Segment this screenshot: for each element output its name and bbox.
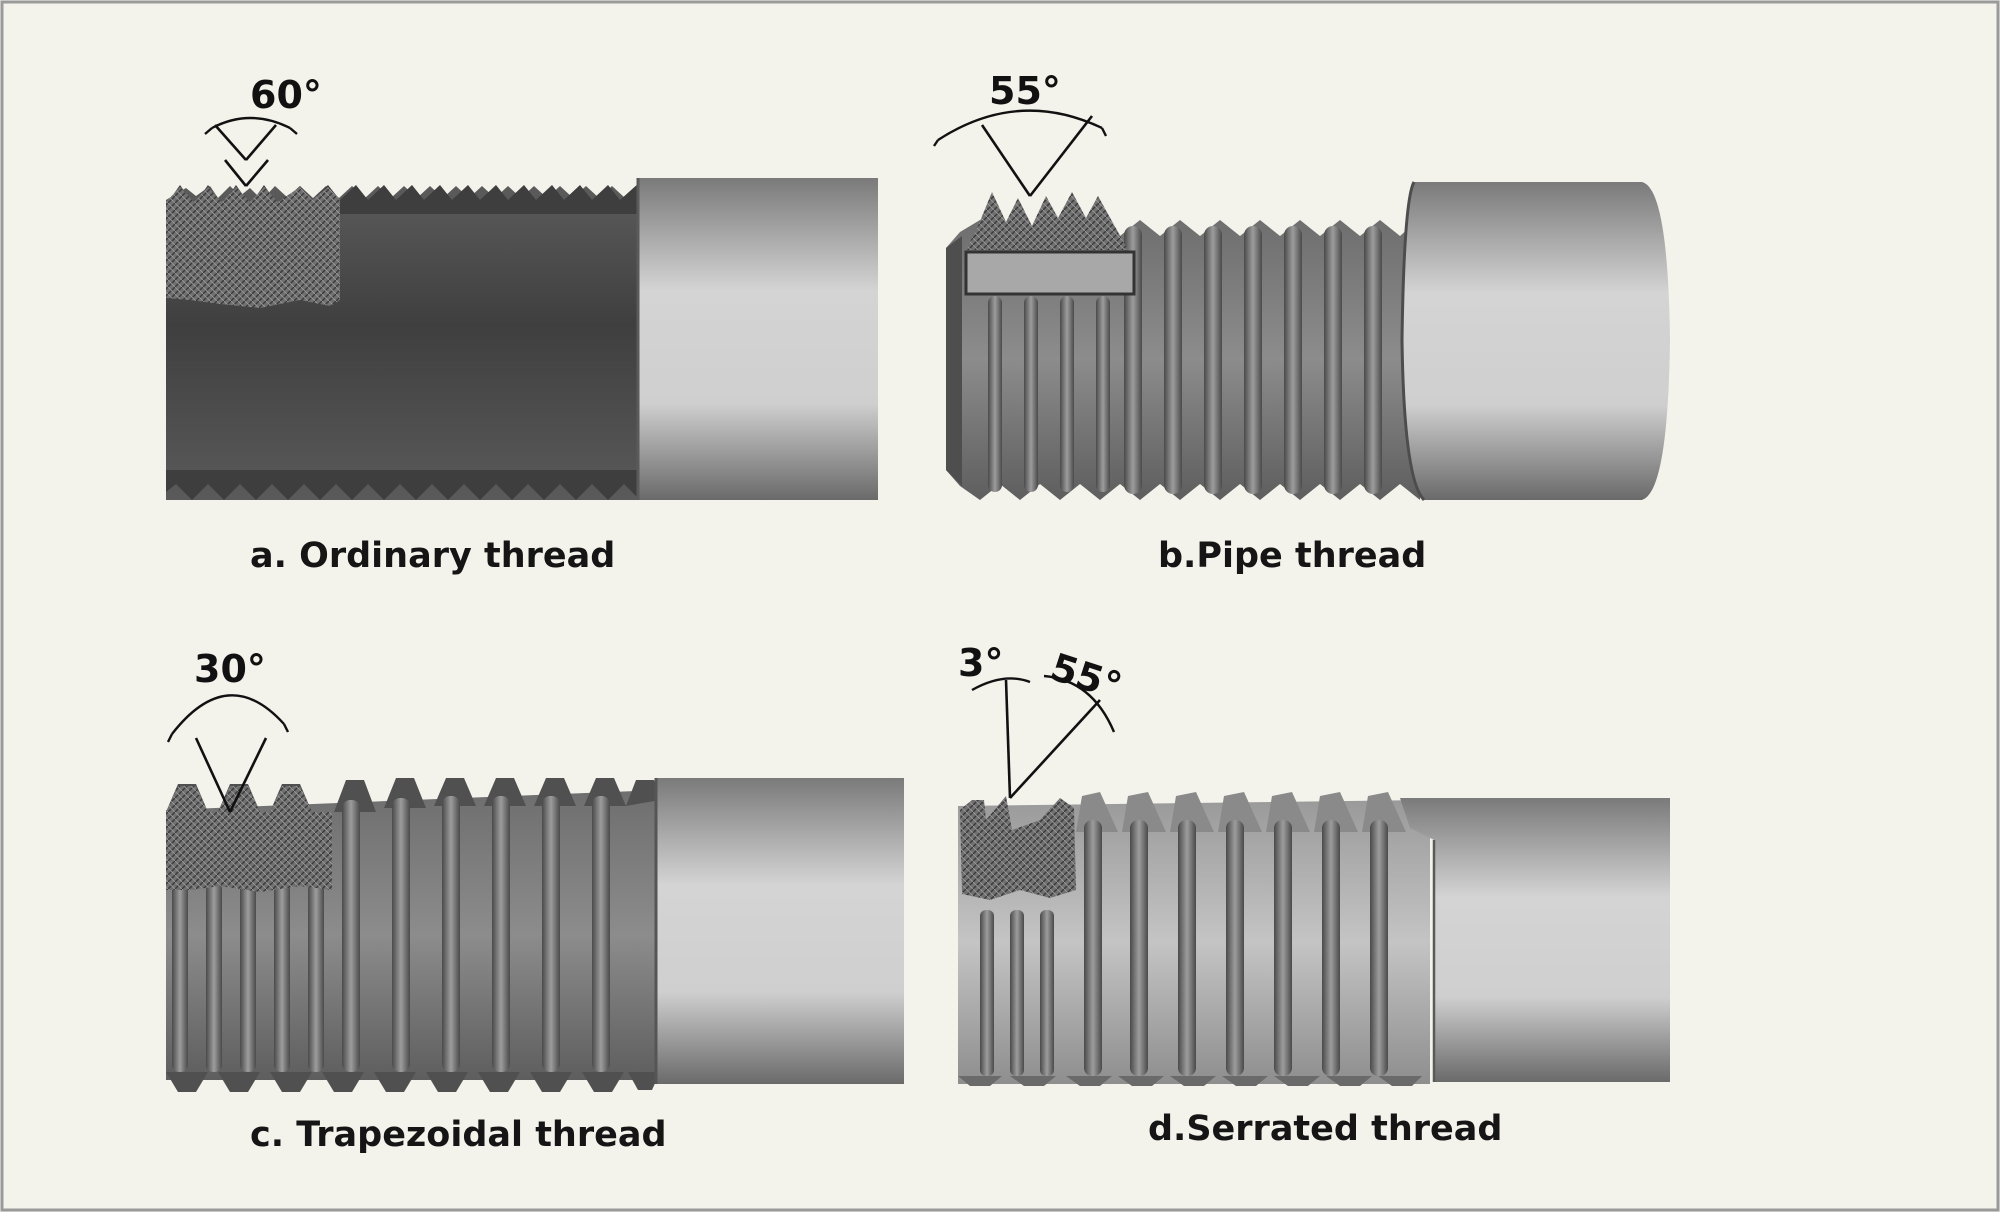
panel-d-ridges	[980, 820, 1388, 1076]
panel-c-caption: c. Trapezoidal thread	[250, 1115, 667, 1155]
panel-b-cut-slot	[964, 250, 1136, 296]
panel-d-angle-label-3: 3°	[958, 641, 1003, 685]
panel-d-sleeve	[1400, 798, 1670, 1082]
panel-d-serrated-thread: 3° 55° d.Serrated thread	[958, 641, 1670, 1149]
panel-b-caption: b.Pipe thread	[1158, 536, 1426, 576]
panel-c-section-cut	[166, 786, 332, 892]
panel-d-bottom-teeth	[958, 1076, 1422, 1086]
panel-c-bottom-teeth	[166, 1072, 660, 1092]
panel-c-angle-label: 30°	[194, 647, 266, 691]
panel-a-caption: a. Ordinary thread	[250, 536, 615, 576]
panel-d-caption: d.Serrated thread	[1148, 1109, 1502, 1149]
panel-a-ordinary-thread: 60° a. Ordinary thread	[166, 73, 878, 576]
panel-b-sleeve	[1402, 182, 1670, 500]
panel-c-ridges	[172, 796, 610, 1072]
panel-d-section-cut	[960, 796, 1076, 900]
panel-b-pipe-thread: 55° b.Pipe thread	[933, 69, 1670, 576]
panel-b-section-cut	[966, 192, 1128, 250]
panel-b-angle-label: 55°	[989, 69, 1061, 113]
panel-a-angle-label: 60°	[250, 73, 322, 117]
panel-a-crest-bottom	[166, 470, 640, 500]
panel-c-trapezoidal-thread: 30° c. Trapezoidal thread	[166, 647, 904, 1155]
panel-b-end-face	[946, 236, 962, 486]
panel-a-sleeve	[638, 178, 878, 500]
panel-a-section-cut	[166, 187, 340, 308]
panel-c-sleeve	[656, 778, 904, 1084]
